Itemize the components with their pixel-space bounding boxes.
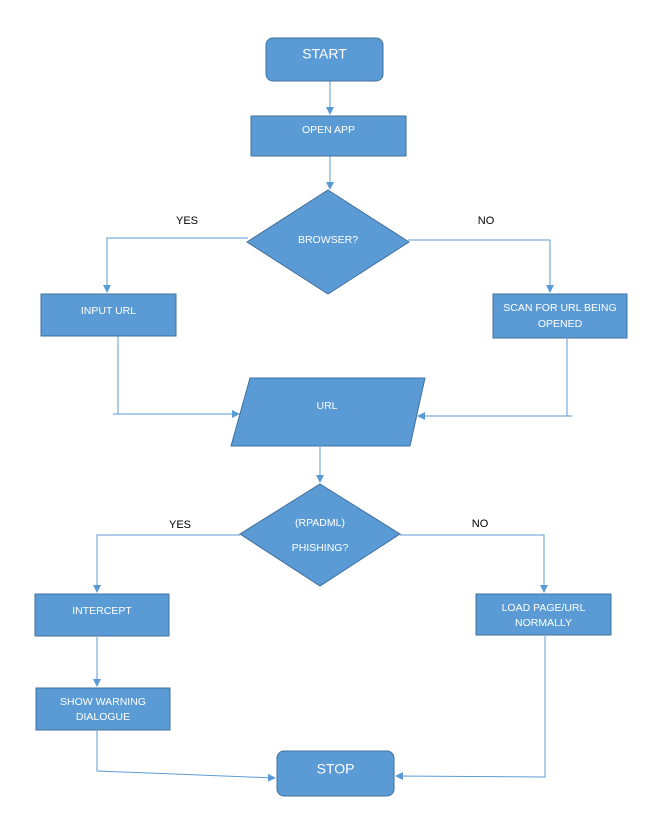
node-start: START bbox=[265, 37, 384, 82]
load-page-label-line1: LOAD PAGE/URL bbox=[502, 602, 586, 614]
load-page-label-line2: NORMALLY bbox=[515, 617, 572, 629]
edge-phishing-no-to-load-page bbox=[400, 534, 548, 593]
phishing-decision-label-line1: (RPADML) bbox=[295, 517, 345, 529]
browser-decision-shape bbox=[246, 189, 410, 295]
node-intercept: INTERCEPT bbox=[34, 593, 170, 637]
start-label: START bbox=[302, 46, 347, 62]
browser-yes-label: YES bbox=[176, 215, 198, 227]
show-warning-label-line1: SHOW WARNING bbox=[60, 696, 146, 708]
phishing-decision-label-line2: PHISHING? bbox=[292, 542, 349, 554]
phishing-decision-shape bbox=[239, 483, 401, 587]
scan-url-label-line1: SCAN FOR URL BEING bbox=[503, 302, 616, 314]
input-url-label: INPUT URL bbox=[81, 305, 136, 317]
node-url: URL bbox=[230, 377, 426, 447]
show-warning-shape bbox=[35, 687, 171, 731]
scan-url-shape bbox=[492, 293, 628, 339]
edge-input-url-to-url bbox=[117, 336, 240, 418]
start-shape bbox=[265, 37, 384, 82]
node-load-page: LOAD PAGE/URL NORMALLY bbox=[475, 593, 612, 636]
edge-scan-url-to-url bbox=[417, 339, 568, 420]
stop-shape bbox=[276, 750, 395, 797]
node-open-app: OPEN APP bbox=[250, 115, 407, 157]
show-warning-label-line2: DIALOGUE bbox=[76, 711, 130, 723]
node-phishing-decision: (RPADML) PHISHING? bbox=[239, 483, 401, 587]
node-show-warning: SHOW WARNING DIALOGUE bbox=[35, 687, 171, 731]
edge-load-page-to-stop bbox=[395, 636, 546, 781]
node-browser-decision: BROWSER? bbox=[246, 189, 410, 295]
edge-phishing-yes-to-intercept bbox=[93, 534, 240, 593]
edge-browser-no-to-scan-url bbox=[408, 239, 554, 293]
browser-no-label: NO bbox=[478, 215, 495, 227]
intercept-shape bbox=[34, 593, 170, 637]
edge-show-warning-to-stop bbox=[96, 731, 276, 782]
edge-browser-yes-to-input-url bbox=[103, 237, 248, 293]
load-page-shape bbox=[475, 593, 612, 636]
browser-decision-label: BROWSER? bbox=[298, 234, 358, 246]
intercept-label: INTERCEPT bbox=[72, 605, 132, 617]
open-app-shape bbox=[250, 115, 407, 157]
scan-url-label-line2: OPENED bbox=[538, 318, 583, 330]
phishing-yes-label: YES bbox=[169, 519, 191, 531]
node-input-url: INPUT URL bbox=[40, 293, 177, 337]
stop-label: STOP bbox=[317, 761, 355, 777]
url-label: URL bbox=[316, 400, 337, 412]
url-shape bbox=[230, 377, 426, 447]
connectors bbox=[93, 81, 572, 782]
node-scan-url: SCAN FOR URL BEING OPENED bbox=[492, 293, 628, 339]
open-app-label: OPEN APP bbox=[302, 124, 355, 136]
phishing-no-label: NO bbox=[472, 518, 489, 530]
input-url-shape bbox=[40, 293, 177, 337]
node-stop: STOP bbox=[276, 750, 395, 797]
